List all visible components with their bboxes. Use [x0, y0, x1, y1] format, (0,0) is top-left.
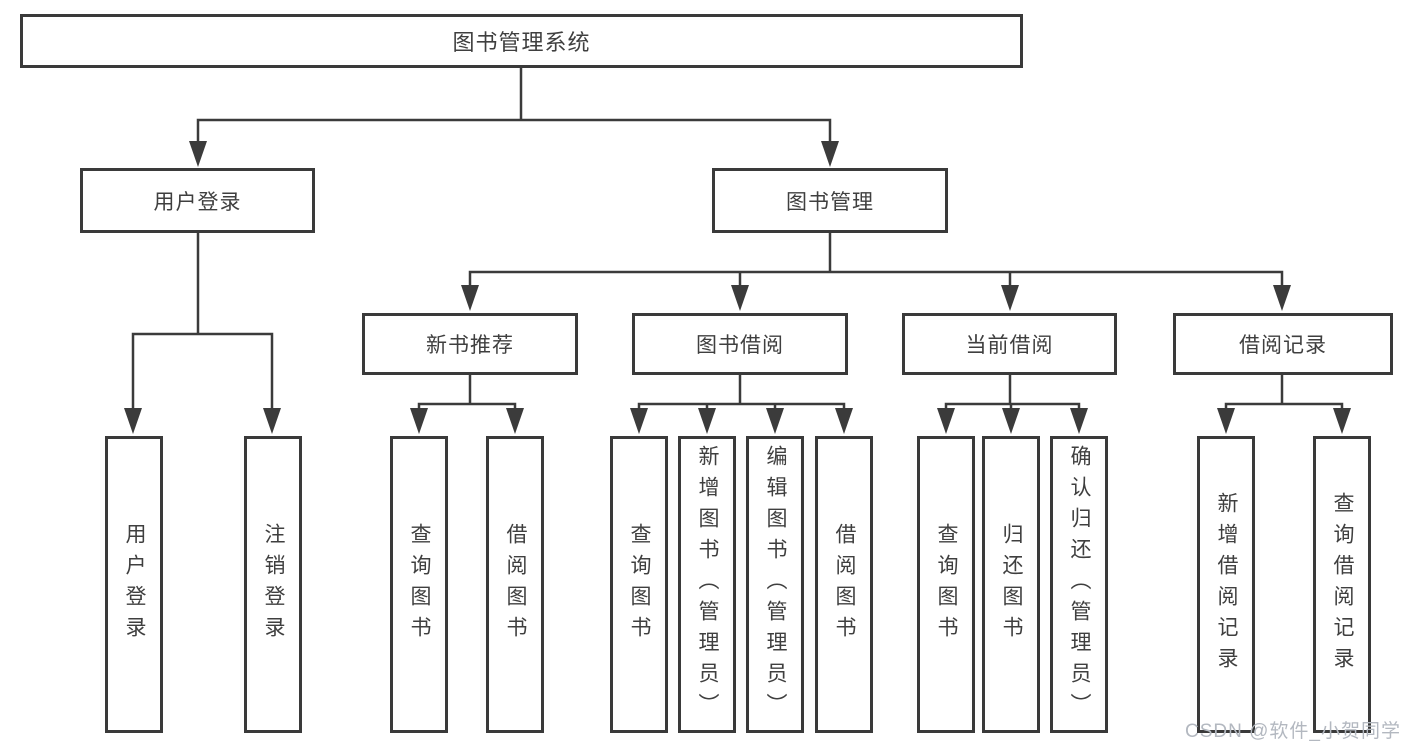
leaf-return-books: 归还图书 — [982, 436, 1040, 733]
node-root-library-system: 图书管理系统 — [20, 14, 1023, 68]
node-borrow-records: 借阅记录 — [1173, 313, 1393, 375]
node-current-borrowing: 当前借阅 — [902, 313, 1117, 375]
leaf-query-books: 查询图书 — [917, 436, 975, 733]
node-book-management: 图书管理 — [712, 168, 948, 233]
node-user-login: 用户登录 — [80, 168, 315, 233]
leaf-query-books: 查询图书 — [390, 436, 448, 733]
leaf-add-books-admin: 新增图书（管理员） — [678, 436, 736, 733]
leaf-user-login: 用户登录 — [105, 436, 163, 733]
leaf-query-books: 查询图书 — [610, 436, 668, 733]
node-book-borrowing: 图书借阅 — [632, 313, 848, 375]
leaf-borrow-books: 借阅图书 — [815, 436, 873, 733]
leaf-add-borrow-record: 新增借阅记录 — [1197, 436, 1255, 733]
csdn-watermark: CSDN @软件_小贺同学 — [1185, 721, 1401, 742]
leaf-query-borrow-record: 查询借阅记录 — [1313, 436, 1371, 733]
leaf-borrow-books: 借阅图书 — [486, 436, 544, 733]
node-new-book-recommend: 新书推荐 — [362, 313, 578, 375]
leaf-logout: 注销登录 — [244, 436, 302, 733]
leaf-confirm-return-admin: 确认归还（管理员） — [1050, 436, 1108, 733]
leaf-edit-books-admin: 编辑图书（管理员） — [746, 436, 804, 733]
